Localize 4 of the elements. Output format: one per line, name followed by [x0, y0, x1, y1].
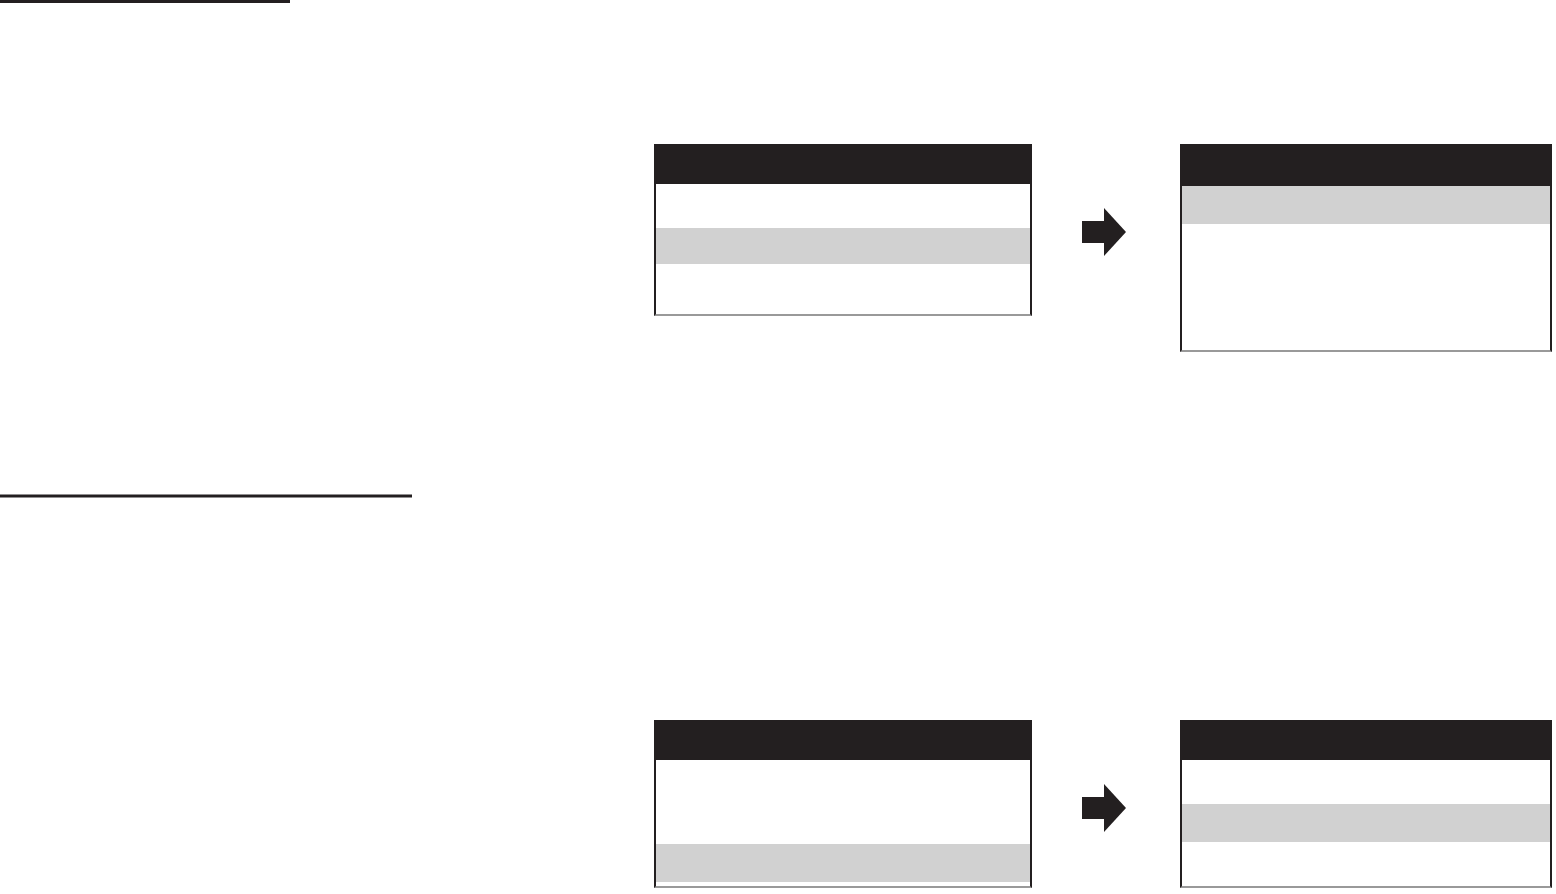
table-box	[654, 720, 1032, 888]
table-box	[1180, 144, 1552, 352]
table-box	[1180, 720, 1552, 888]
table-box	[654, 144, 1032, 316]
